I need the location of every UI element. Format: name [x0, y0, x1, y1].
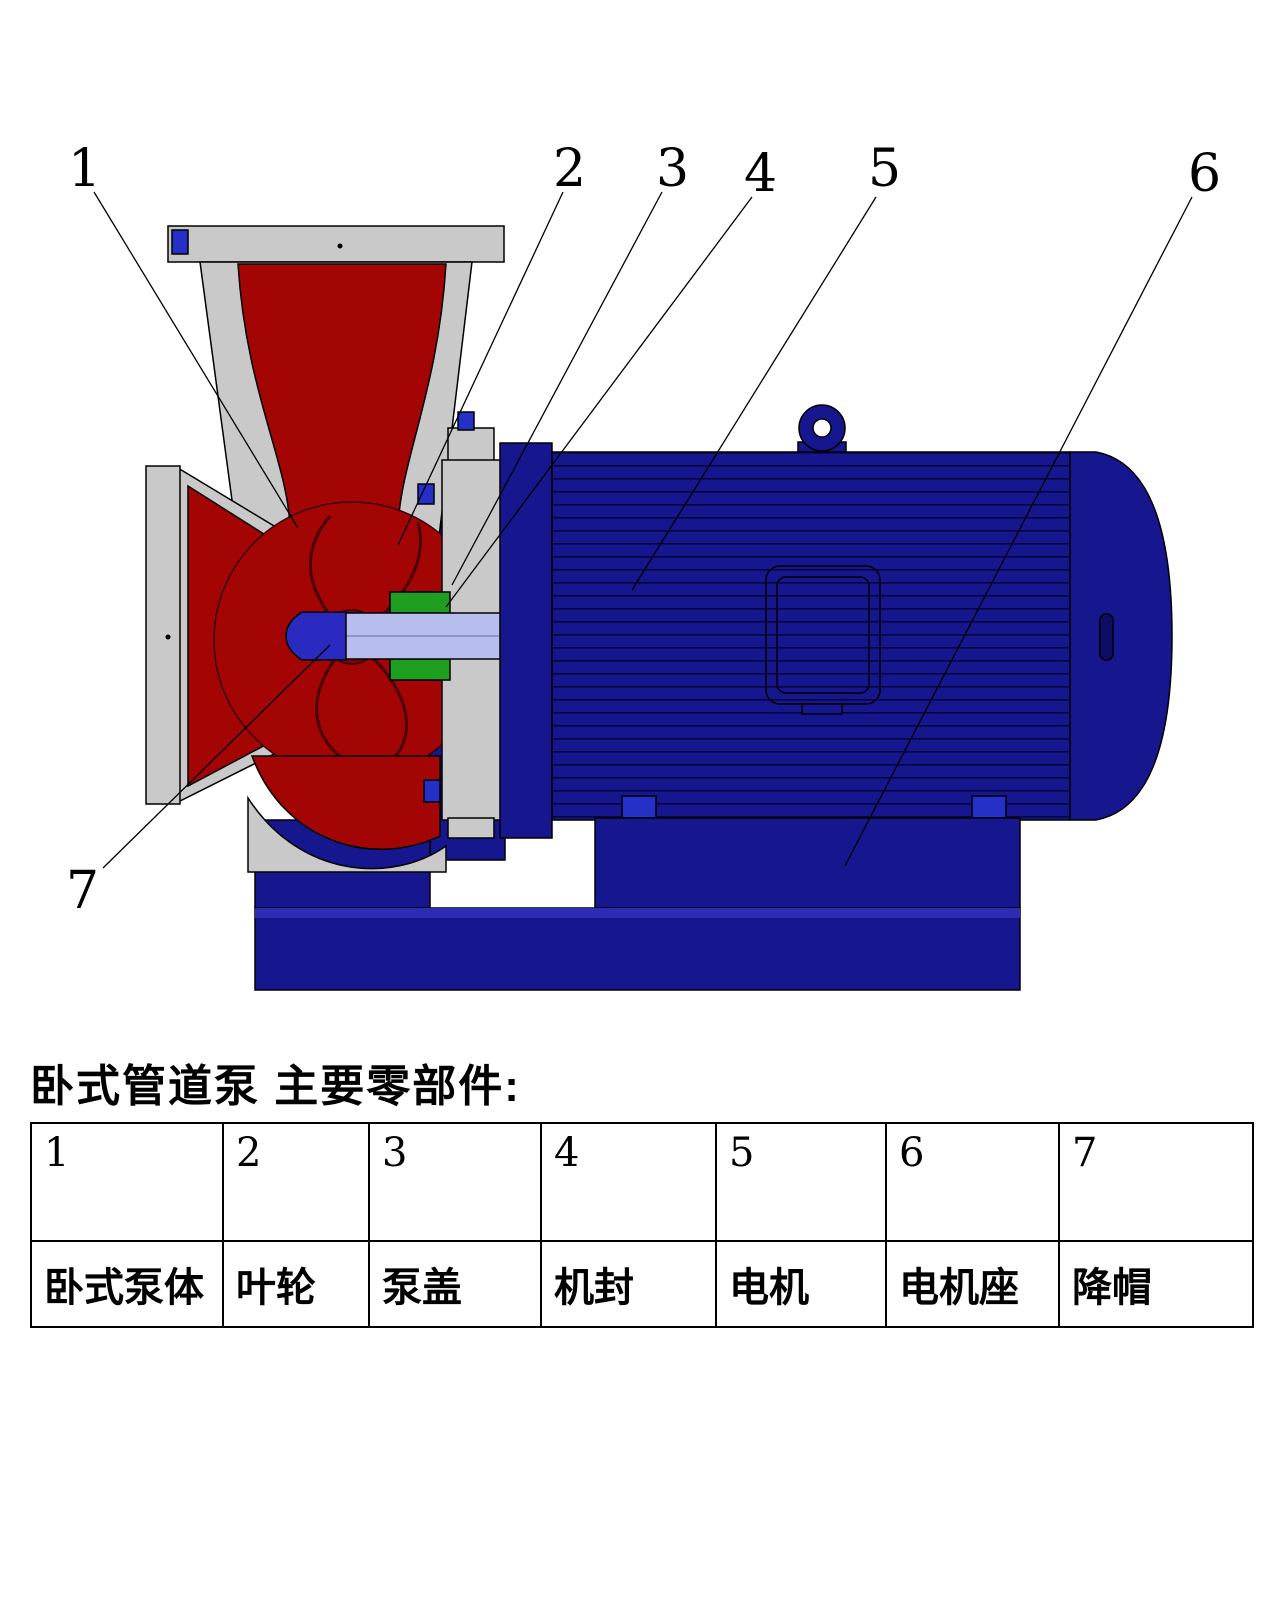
end-cap-slot — [1099, 613, 1114, 661]
motor-end-cap — [1069, 451, 1173, 821]
leader-line-6 — [844, 196, 1193, 867]
flange-plug-bolt — [171, 229, 189, 255]
part-name-6: 电机座 — [885, 1240, 1060, 1328]
motor-flange — [499, 442, 553, 839]
motor — [254, 404, 1173, 991]
terminal-box-tab — [801, 703, 843, 715]
leader-line-1 — [93, 191, 299, 529]
motor-seat — [594, 817, 1021, 909]
callout-1: 1 — [68, 139, 101, 199]
part-number-4: 4 — [540, 1122, 717, 1242]
inlet-flange — [145, 465, 181, 805]
leader-line-3 — [451, 191, 663, 586]
casing-bolt-bottom — [423, 779, 441, 803]
part-name-4: 机封 — [540, 1240, 717, 1328]
callout-4: 4 — [744, 144, 777, 204]
pump-body — [145, 225, 506, 909]
terminal-box-inner — [776, 576, 870, 694]
lower-casing — [247, 795, 447, 873]
callout-6: 6 — [1188, 144, 1221, 204]
part-number-7: 7 — [1058, 1122, 1254, 1242]
callout-3: 3 — [656, 139, 689, 199]
base-plate — [254, 907, 1021, 991]
lower-volute — [250, 755, 441, 850]
motor-body — [551, 451, 1071, 821]
motor-foot-bolt-left — [621, 795, 657, 819]
part-number-1: 1 — [30, 1122, 224, 1242]
eyebolt-hole — [812, 418, 832, 438]
cover-bolt-top — [457, 411, 475, 431]
callout-2: 2 — [553, 139, 586, 199]
suction-flange — [167, 225, 505, 263]
table-name-row: 卧式泵体 叶轮 泵盖 机封 电机 电机座 降帽 — [30, 1240, 1254, 1328]
part-number-6: 6 — [885, 1122, 1060, 1242]
leader-lines — [93, 191, 1193, 869]
leader-line-2 — [397, 191, 564, 546]
leader-line-4 — [445, 196, 753, 608]
motor-foot-bolt-right — [971, 795, 1007, 819]
part-number-2: 2 — [222, 1122, 370, 1242]
pump-diagram-wrap: 1 2 3 4 5 6 7 — [66, 139, 1221, 991]
leader-line-7 — [102, 644, 331, 869]
caption-title: 卧式管道泵 主要零部件: — [30, 1062, 521, 1111]
pump-diagram: 1 2 3 4 5 6 7 — [66, 139, 1221, 991]
part-number-3: 3 — [368, 1122, 542, 1242]
seal-ring-top — [389, 591, 451, 614]
part-name-5: 电机 — [715, 1240, 887, 1328]
shaft-cap-nut — [285, 611, 347, 661]
part-name-7: 降帽 — [1058, 1240, 1254, 1328]
part-name-2: 叶轮 — [222, 1240, 370, 1328]
callout-7: 7 — [66, 861, 99, 921]
seal-ring-bottom — [389, 658, 451, 681]
leader-line-5 — [631, 196, 877, 591]
part-number-5: 5 — [715, 1122, 887, 1242]
part-name-3: 泵盖 — [368, 1240, 542, 1328]
casing-bolt-top — [417, 483, 435, 505]
table-number-row: 1 2 3 4 5 6 7 — [30, 1122, 1254, 1242]
callout-numbers: 1 2 3 4 5 6 7 — [66, 139, 1221, 921]
part-name-1: 卧式泵体 — [30, 1240, 224, 1328]
parts-table: 1 2 3 4 5 6 7 卧式泵体 叶轮 泵盖 机封 电机 电机座 降帽 — [30, 1122, 1254, 1328]
callout-5: 5 — [868, 139, 901, 199]
